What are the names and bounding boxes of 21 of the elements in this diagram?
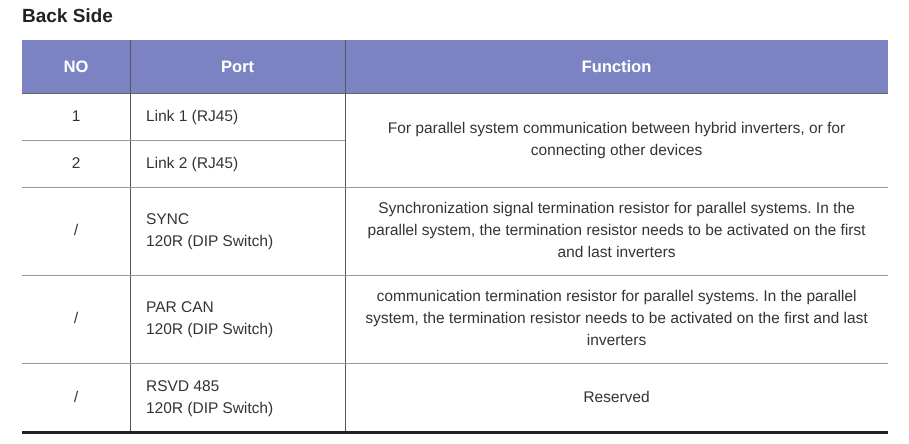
row-number: 1 [72, 106, 80, 126]
row-number: 2 [72, 154, 80, 174]
port-name: 120R (DIP Switch) [146, 320, 274, 340]
function-description: communication termination resistor for parallel systems. In the parallel system, the termination resistor needs to be activated on the first and last inverters [365, 287, 868, 351]
function-description: Reserved [583, 388, 650, 408]
port-name: 120R (DIP Switch) [146, 398, 274, 418]
row-number: / [74, 309, 78, 329]
port-name: RSVD 485 [146, 376, 220, 396]
column-header: NO [64, 56, 88, 78]
function-description: For parallel system communication between hybrid inverters, or for connecting other devices [386, 119, 846, 161]
column-header: Function [582, 56, 652, 78]
column-header: Port [221, 56, 254, 78]
port-name: Link 2 (RJ45) [146, 154, 238, 174]
port-name: SYNC [146, 210, 190, 230]
port-name: Link 1 (RJ45) [146, 106, 238, 126]
function-description: Synchronization signal termination resistor for parallel systems. In the parallel system, the termination resistor needs to be activated on the first and last inverters [366, 199, 866, 263]
row-number: / [74, 221, 78, 241]
port-name: PAR CAN [146, 298, 214, 318]
table-title: Back Side [22, 6, 113, 28]
row-number: / [74, 388, 78, 408]
port-name: 120R (DIP Switch) [146, 232, 274, 252]
